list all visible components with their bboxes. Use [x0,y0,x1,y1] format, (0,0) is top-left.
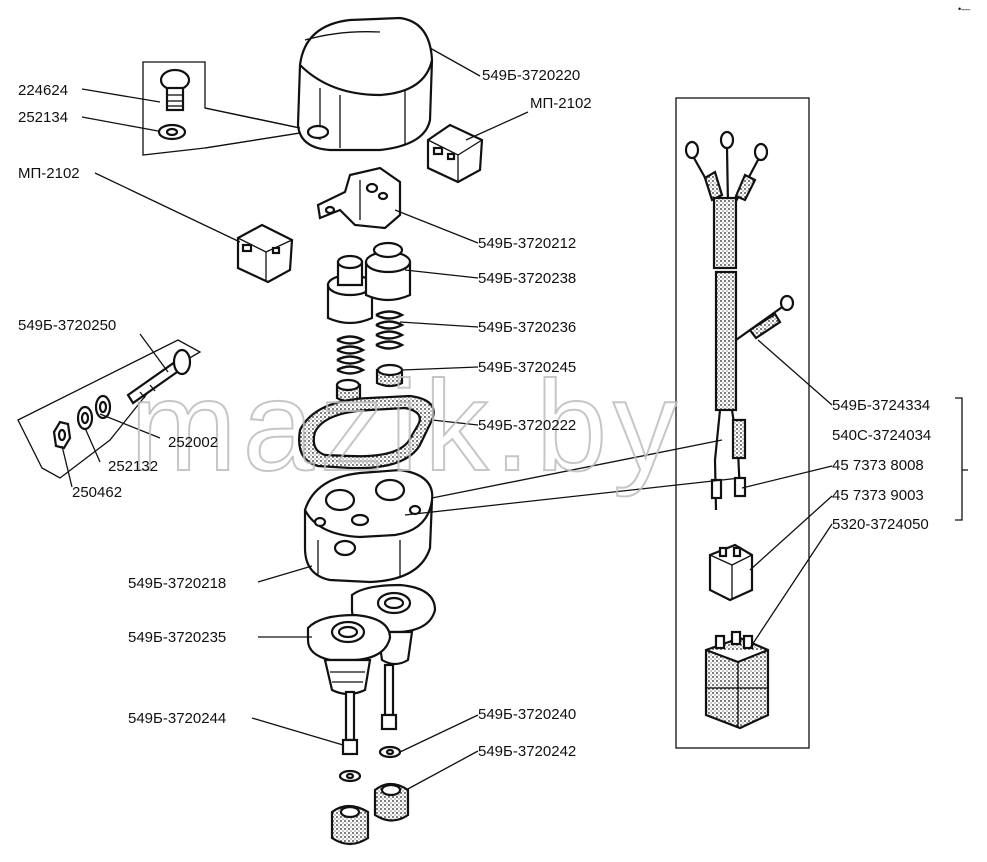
label-252134: 252134 [18,109,68,126]
nut-250462 [52,420,72,450]
cap-3720245 [335,363,404,403]
housing-3720218 [303,468,434,584]
screw-3720244 [341,663,398,756]
label-250462: 250462 [72,484,122,501]
screw-224624 [159,68,191,112]
label-3720235: 549Б-3720235 [128,629,226,646]
label-3720238: 549Б-3720238 [478,270,576,287]
label-3724034: 540С-3724034 [832,427,931,444]
harness-frame [675,97,810,749]
label-252132: 252132 [108,458,158,475]
washer-252132 [76,405,94,431]
bracket-3720212 [316,166,402,230]
part-labels: 224624 252134 549Б-3720220 МП-2102 МП-21… [18,67,931,760]
label-3724334: 549Б-3724334 [832,397,930,414]
label-9003: 45 7373 9003 [832,487,924,504]
watermark: mazik.by [130,355,683,498]
microswitch-top [426,123,484,184]
label-3720222: 549Б-3720222 [478,417,576,434]
spring-3720236 [336,310,405,375]
block-3724050 [704,630,770,730]
label-3720245: 549Б-3720245 [478,359,576,376]
label-3720212: 549Б-3720212 [478,235,576,252]
bushing-3720238 [326,241,412,325]
label-3720244: 549Б-3720244 [128,710,226,727]
washer-252002 [94,394,112,420]
corner-mark: •— [958,4,970,14]
label-252002: 252002 [168,434,218,451]
label-3720236: 549Б-3720236 [478,319,576,336]
microswitch-left [236,223,294,284]
label-3724050: 5320-3724050 [832,516,929,533]
label-mp2102-top: МП-2102 [530,95,592,112]
nut-3720242 [330,782,410,846]
bolt-3720250 [126,348,192,405]
label-3720242: 549Б-3720242 [478,743,576,760]
label-3720250: 549Б-3720250 [18,317,116,334]
label-3720218: 549Б-3720218 [128,575,226,592]
cover-3720220 [296,16,434,152]
connector-9003 [708,543,754,602]
gasket-3720222 [298,394,435,470]
washer-252134 [157,123,187,141]
label-mp2102-left: МП-2102 [18,165,80,182]
terminal-block-3720235 [306,583,437,696]
label-3720240: 549Б-3720240 [478,706,576,723]
label-224624: 224624 [18,82,68,99]
leader-lines [61,47,968,791]
label-8008: 45 7373 8008 [832,457,924,474]
label-3720220: 549Б-3720220 [482,67,580,84]
wire-harness-3724334 [684,130,795,511]
